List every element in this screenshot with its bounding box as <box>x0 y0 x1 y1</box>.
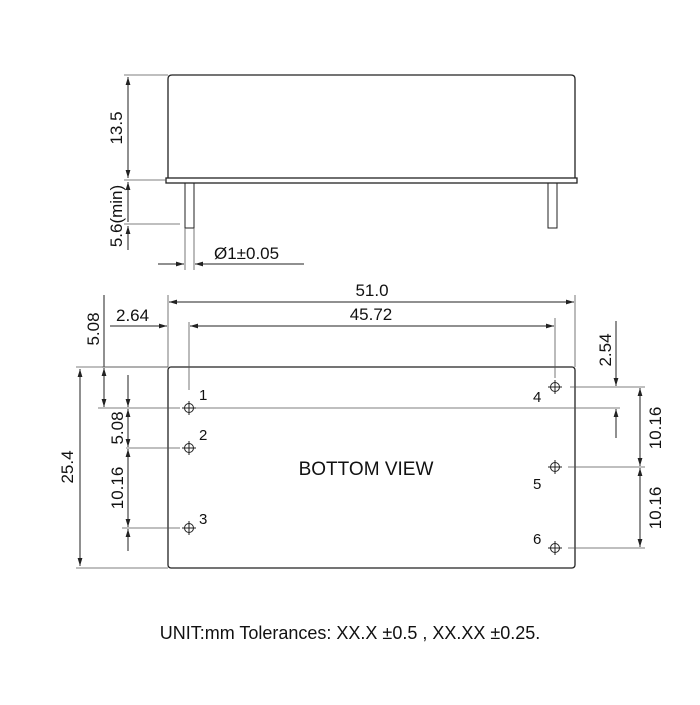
pin-6-label: 6 <box>533 531 541 548</box>
left-offset-label: 2.64 <box>116 306 149 325</box>
side-pin-right <box>547 182 558 229</box>
pin-5-icon <box>548 460 562 474</box>
units-tolerance-note: UNIT:mm Tolerances: XX.X ±0.5 , XX.XX ±0… <box>160 623 541 643</box>
pin5-pin6-spacing-label: 10.16 <box>646 487 665 530</box>
pin-4-icon <box>548 380 562 394</box>
pin-2-label: 2 <box>199 427 207 444</box>
height-13-5-label: 13.5 <box>107 111 126 144</box>
pin-6-icon <box>548 541 562 555</box>
side-pin-left <box>184 182 195 229</box>
pin-1-icon <box>182 401 196 415</box>
bottom-view: 51.0 45.72 2.64 5.08 25.4 5.08 10.16 <box>58 281 665 569</box>
pin-length-label: 5.6(min) <box>107 185 126 247</box>
pin1-pin2-spacing-label: 5.08 <box>108 411 127 444</box>
pin-span-label: 45.72 <box>350 305 393 324</box>
right-offset-label: 2.54 <box>596 333 615 366</box>
pin-diameter-label: Ø1±0.05 <box>214 244 279 263</box>
bottom-view-title: BOTTOM VIEW <box>299 459 434 480</box>
pin-4-label: 4 <box>533 389 541 406</box>
width-51-label: 51.0 <box>355 281 388 300</box>
bottom-view-outline <box>167 366 576 569</box>
pin4-pin5-spacing-label: 10.16 <box>646 407 665 450</box>
pin-3-label: 3 <box>199 511 207 528</box>
module-body-outline <box>167 74 576 178</box>
pin-1-label: 1 <box>199 387 207 404</box>
pin-5-label: 5 <box>533 476 541 493</box>
module-base-flange <box>165 177 578 184</box>
pin-3-icon <box>182 521 196 535</box>
pin2-pin3-spacing-label: 10.16 <box>108 467 127 510</box>
top-offset-label: 5.08 <box>84 312 103 345</box>
side-view: 13.5 5.6(min) Ø1±0.05 <box>107 74 578 270</box>
pin-2-icon <box>182 441 196 455</box>
height-25-4-label: 25.4 <box>58 450 77 483</box>
